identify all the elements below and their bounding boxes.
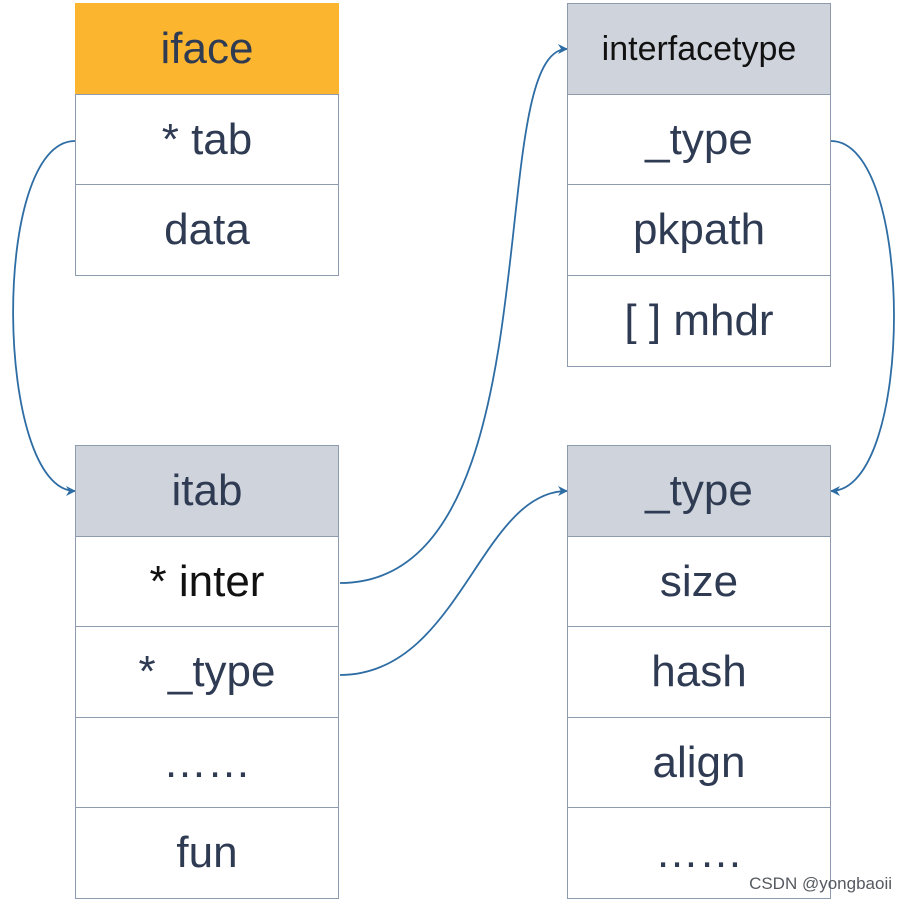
itab-field-type: * _type — [75, 626, 339, 718]
watermark: CSDN @yongbaoii — [749, 874, 892, 893]
interfacetype-field-mhdr: [ ] mhdr — [567, 274, 831, 367]
arrow-inter-to-interfacetype — [339, 44, 568, 584]
iface-header: iface — [75, 3, 339, 95]
arrow-tab-to-itab — [12, 140, 76, 496]
itab-header: itab — [75, 445, 339, 537]
type-field-size: size — [567, 535, 831, 628]
type-header: _type — [567, 445, 831, 537]
type-field-hash: hash — [567, 626, 831, 718]
interfacetype-struct: interfacetype _type pkpath [ ] mhdr — [567, 3, 831, 367]
arrow-interfacetype-type-to-type — [830, 140, 895, 496]
iface-struct: iface * tab data — [75, 3, 339, 276]
interfacetype-field-pkpath: pkpath — [567, 184, 831, 276]
itab-struct: itab * inter * _type …… fun — [75, 445, 339, 899]
type-field-align: align — [567, 716, 831, 809]
interfacetype-header: interfacetype — [567, 3, 831, 95]
arrow-type-ptr-to-type — [339, 486, 568, 676]
iface-field-tab: * tab — [75, 93, 339, 186]
itab-field-inter: * inter — [75, 535, 339, 628]
iface-field-data: data — [75, 184, 339, 276]
itab-field-ellipsis: …… — [75, 716, 339, 809]
interfacetype-field-type: _type — [567, 93, 831, 186]
itab-field-fun: fun — [75, 807, 339, 899]
type-field-ellipsis: …… — [567, 807, 831, 899]
type-struct: _type size hash align …… — [567, 445, 831, 899]
